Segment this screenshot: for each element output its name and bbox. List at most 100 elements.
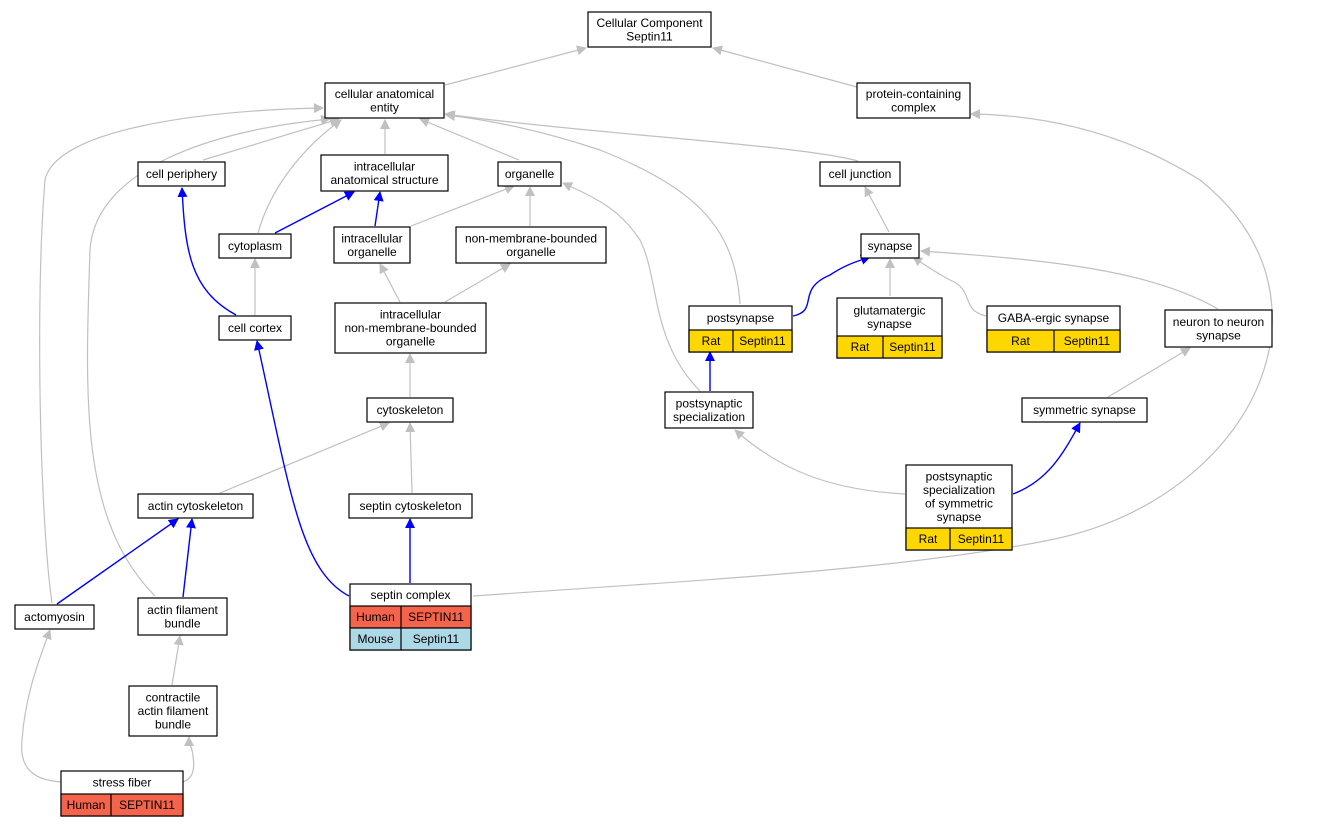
node-label: intracellular [341,231,402,245]
node-box [856,82,971,119]
part-of-edge-actomyosin-to-actincyto [56,518,179,605]
is-a-edge-n2n-to-synapse [920,246,1219,310]
node-label: organelle [386,335,436,349]
node-cytoskel[interactable]: cytoskeleton [366,397,454,423]
gene-symbol: Septin11 [413,632,460,646]
species-name: Rat [702,334,721,348]
node-label: postsynaptic [676,396,743,410]
gene-symbol: SEPTIN11 [119,798,175,812]
node-label: neuron to neuron [1173,315,1264,329]
node-actincyto[interactable]: actin cytoskeleton [137,493,254,519]
node-box [137,161,226,187]
species-row [688,329,793,353]
species-row [349,627,472,651]
is-a-edge-stressfiber-to-cafb [182,736,195,783]
is-a-edge-cytoplasm-to-cae [257,119,342,234]
node-box [128,685,218,737]
gene-symbol: Septin11 [739,334,786,348]
gene-symbol: SEPTIN11 [408,610,464,624]
node-label: synapse [937,510,982,524]
node-box [324,82,445,119]
node-label: cellular anatomical [335,87,434,101]
node-label: cell periphery [146,167,217,181]
node-box [1164,309,1273,348]
species-name: Rat [851,340,870,354]
node-cjunc[interactable]: cell junction [819,161,901,187]
node-box [320,154,449,192]
is-a-edge-inmbo-to-iorg [379,263,401,303]
node-box [366,397,454,423]
node-box [218,315,292,341]
node-organelle[interactable]: organelle [497,161,562,187]
node-box [334,302,487,354]
species-name: Rat [1011,334,1030,348]
node-label: bundle [164,616,200,630]
is-a-edge-pspec-to-organelle [562,182,701,392]
node-box [497,161,562,187]
node-cytoplasm[interactable]: cytoplasm [218,233,292,259]
node-actomyosin[interactable]: actomyosin [14,604,95,630]
node-label: of symmetric [925,496,993,510]
node-label: actin filament [138,704,209,718]
node-box [587,11,712,48]
is-a-edge-synapse-to-cjunc [864,186,890,233]
is-a-edge-actomyosin-to-cae [39,103,324,604]
node-label: complex [891,100,936,114]
node-box [137,597,228,636]
is-a-edge-afb-to-cae [86,114,331,597]
node-label: symmetric synapse [1033,403,1136,417]
node-label: GABA-ergic synapse [998,311,1110,325]
node-label: glutamatergic [853,303,925,317]
gene-symbol: Septin11 [958,532,1005,546]
node-symsyn[interactable]: symmetric synapse [1021,397,1148,423]
species-row [836,335,943,359]
node-label: intracellular [380,308,441,322]
is-a-edge-pspecsym-to-pspec [734,429,906,495]
species-name: Human [67,798,106,812]
node-label: non-membrane-bounded [344,321,476,335]
node-label: intracellular [354,159,415,173]
node-synapse[interactable]: synapse [860,233,920,259]
node-cperiph[interactable]: cell periphery [137,161,226,187]
is-a-edge-gaba-to-synapse [912,256,987,317]
is-a-edge-postsyn-to-cae [445,111,741,305]
part-of-edge-afb-to-actincyto [182,518,196,598]
node-label: actin filament [147,603,218,617]
node-ccortex[interactable]: cell cortex [218,315,292,341]
node-box [348,493,473,519]
is-a-edge-cafb-to-afb [171,635,184,686]
is-a-edge-stressfiber-to-actomyosin [21,629,63,783]
node-label: synapse [868,239,913,253]
is-a-edge-pcc-to-root [712,45,858,88]
edges-layer [21,45,1273,783]
node-septincyto[interactable]: septin cytoskeleton [348,493,473,519]
node-box [455,226,607,264]
species-row [60,793,184,817]
node-label: anatomical structure [330,173,438,187]
node-label: actomyosin [24,610,85,624]
node-label: cytoplasm [228,239,282,253]
is-a-edge-cjunc-to-cae [444,110,859,162]
node-box [819,161,901,187]
node-label: synapse [867,317,912,331]
is-a-edge-inmbo-to-nmbo [444,263,511,303]
node-inmbo[interactable]: intracellularnon-membrane-boundedorganel… [334,302,487,354]
is-a-edge-cperiph-to-cae [202,116,340,161]
is-a-edge-septincyto-to-cytoskel [405,422,416,494]
